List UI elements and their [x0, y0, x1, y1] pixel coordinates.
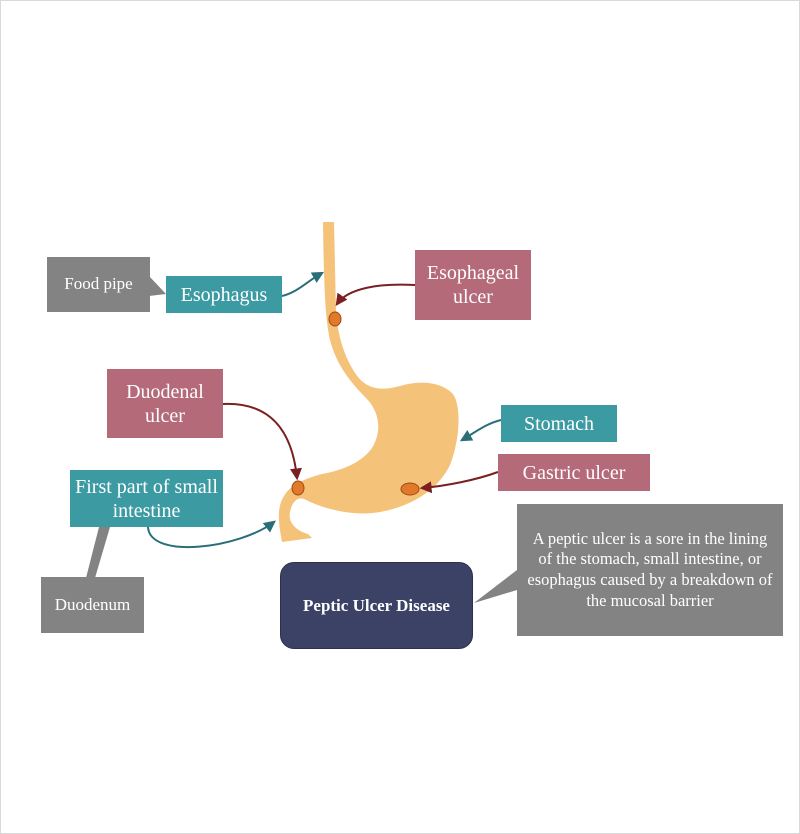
gastric-ulcer-spot — [400, 482, 420, 496]
esophagus-arrow — [281, 271, 325, 297]
stomach-organ-shape — [278, 222, 459, 542]
esophageal-ulcer-label: Esophageal ulcer — [415, 250, 531, 320]
small-intestine-arrow — [147, 520, 276, 548]
duodenal-ulcer-spot — [291, 480, 305, 496]
food-pipe-pointer — [149, 276, 166, 296]
gastric-ulcer-arrow — [419, 471, 499, 494]
duodenum-pointer — [86, 527, 110, 578]
diagram-title: Peptic Ulcer Disease — [280, 562, 473, 649]
duodenal-ulcer-label: Duodenal ulcer — [107, 369, 223, 438]
description-callout: A peptic ulcer is a sore in the lining o… — [517, 504, 783, 636]
food-pipe-label: Food pipe — [47, 257, 150, 312]
stomach-label: Stomach — [501, 405, 617, 442]
esophageal-ulcer-spot — [328, 311, 342, 327]
description-pointer — [474, 570, 517, 603]
duodenal-ulcer-arrow — [222, 402, 302, 481]
duodenum-label: Duodenum — [41, 577, 144, 633]
esophageal-ulcer-arrow — [335, 283, 416, 306]
gastric-ulcer-label: Gastric ulcer — [498, 454, 650, 491]
esophagus-label: Esophagus — [166, 276, 282, 313]
stomach-arrow — [459, 419, 502, 442]
first-part-small-intestine-label: First part of small intestine — [70, 470, 223, 527]
